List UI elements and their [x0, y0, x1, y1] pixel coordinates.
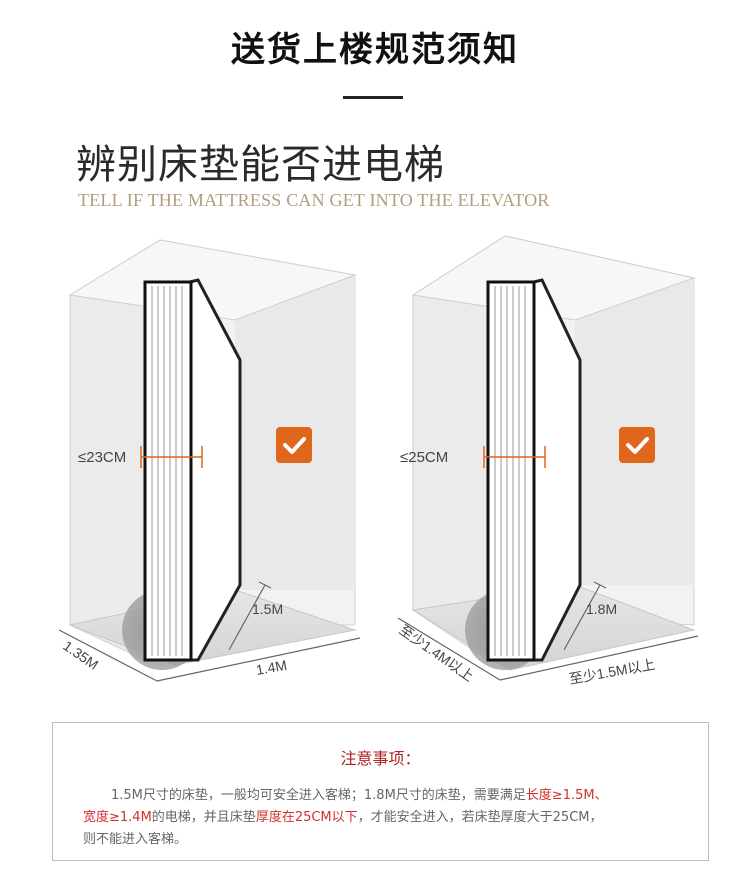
notice-line-3: 则不能进入客梯。 — [83, 832, 188, 847]
notice-body: 1.5M尺寸的床垫，一般均可安全进入客梯；1.8M尺寸的床垫，需要满足长度≥1.… — [83, 785, 683, 851]
thickness-label: ≤23CM — [78, 449, 126, 466]
notice-highlight-thickness: 厚度在25CM以下 — [255, 810, 358, 825]
title-divider — [343, 96, 403, 99]
notice-line-1: 1.5M尺寸的床垫，一般均可安全进入客梯；1.8M尺寸的床垫，需要满足长度≥1.… — [83, 785, 683, 807]
elevator-depth-label: 1.35M — [60, 637, 101, 672]
elevator-width-label: 至少1.5M以上 — [568, 656, 657, 687]
elevator-left: ≤23CM 1.5M 1.35M 1.4M — [58, 239, 361, 682]
section-heading-english: TELL IF THE MATTRESS CAN GET INTO THE EL… — [78, 190, 550, 210]
checkmark-icon — [276, 427, 312, 463]
section-heading: 辨别床垫能否进电梯 — [76, 142, 445, 188]
mattress-length-label: 1.5M — [252, 601, 283, 617]
notice-text: ，才能安全进入，若床垫厚度大于25CM， — [357, 810, 603, 825]
page-title: 送货上楼规范须知 — [231, 30, 519, 70]
notice-highlight-length: 长度≥1.5M、 — [525, 788, 608, 803]
checkmark-icon — [619, 427, 655, 463]
mattress-length-label: 1.8M — [586, 601, 617, 617]
elevator-width-label: 1.4M — [255, 657, 288, 678]
notice-box: 注意事项： 1.5M尺寸的床垫，一般均可安全进入客梯；1.8M尺寸的床垫，需要满… — [52, 722, 709, 861]
elevator-right: ≤25CM 1.8M 至少1.4M以上 至少1.5M以上 — [396, 235, 699, 687]
thickness-label: ≤25CM — [400, 449, 448, 466]
notice-highlight-width: 宽度≥1.4M — [83, 810, 152, 825]
notice-text: 1.5M尺寸的床垫，一般均可安全进入客梯；1.8M尺寸的床垫，需要满足 — [111, 788, 526, 803]
notice-text: 的电梯，并且床垫 — [151, 810, 256, 825]
elevator-illustrations: ≤23CM 1.5M 1.35M 1.4M — [58, 235, 699, 687]
notice-title: 注意事项： — [340, 749, 421, 768]
